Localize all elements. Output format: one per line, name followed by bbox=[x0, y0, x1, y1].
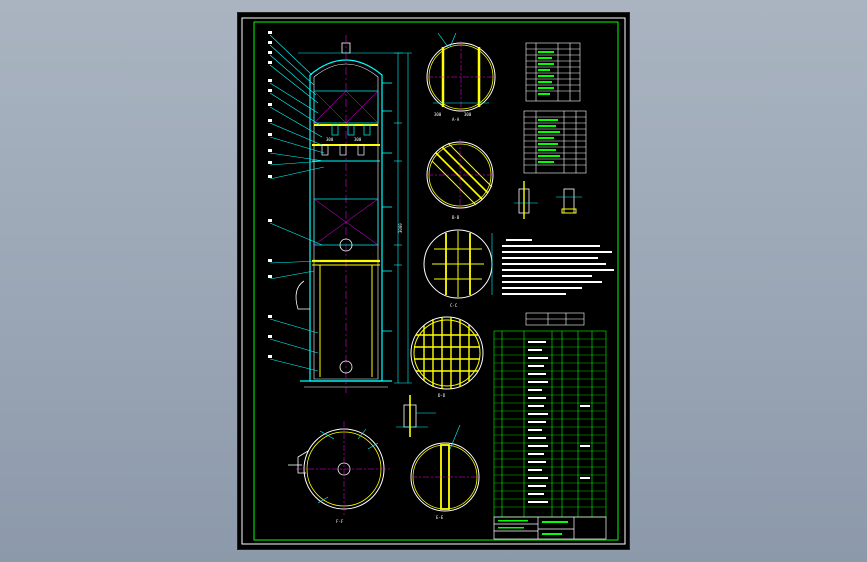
left-leaders bbox=[269, 34, 325, 372]
view-label: E-E bbox=[436, 515, 444, 520]
drawing-frame bbox=[241, 17, 626, 545]
dimension-labels: 300 300 300 300 3000 bbox=[326, 112, 472, 233]
parts-list-text bbox=[528, 341, 590, 503]
detail-a bbox=[396, 395, 436, 437]
design-data-table-text bbox=[538, 119, 560, 163]
view-label: B-B bbox=[452, 215, 460, 220]
title-block-text bbox=[498, 520, 568, 535]
title-block bbox=[493, 516, 607, 540]
view-label: A-A bbox=[452, 117, 460, 122]
tower-elevation bbox=[295, 35, 392, 393]
dim-label: 300 bbox=[434, 112, 442, 117]
dim-label: 300 bbox=[326, 137, 334, 142]
parts-list-table bbox=[493, 330, 607, 518]
nozzle-table-text bbox=[538, 51, 554, 95]
view-label: D-D bbox=[438, 393, 446, 398]
parts-list-rows bbox=[494, 338, 606, 508]
design-data-table bbox=[523, 110, 587, 174]
view-label: F-F bbox=[336, 519, 344, 524]
dim-label: 300 bbox=[354, 137, 362, 142]
section-view-5 bbox=[410, 424, 480, 512]
left-leader-tags bbox=[268, 31, 272, 358]
view-labels: A-A B-B C-C D-D E-E F-F bbox=[336, 117, 460, 524]
cad-drawing-sheet: 300 300 300 300 3000 A-A B-B C-C D-D E-E… bbox=[238, 13, 629, 549]
detail-b bbox=[514, 181, 582, 219]
tower-drawing: 300 300 300 300 3000 A-A B-B C-C D-D E-E… bbox=[241, 17, 626, 545]
nozzle-orientation-plan bbox=[288, 421, 392, 517]
dim-label: 300 bbox=[464, 112, 472, 117]
section-view-4 bbox=[410, 316, 484, 390]
tower-dimensions bbox=[298, 52, 412, 384]
section-view-3 bbox=[423, 229, 493, 299]
technical-notes bbox=[502, 239, 614, 295]
nozzle-table bbox=[525, 42, 581, 102]
section-view-1 bbox=[426, 32, 496, 113]
view-label: C-C bbox=[450, 303, 458, 308]
dim-label: 3000 bbox=[398, 223, 403, 233]
parts-list-header bbox=[525, 312, 585, 326]
section-view-2 bbox=[426, 139, 494, 211]
